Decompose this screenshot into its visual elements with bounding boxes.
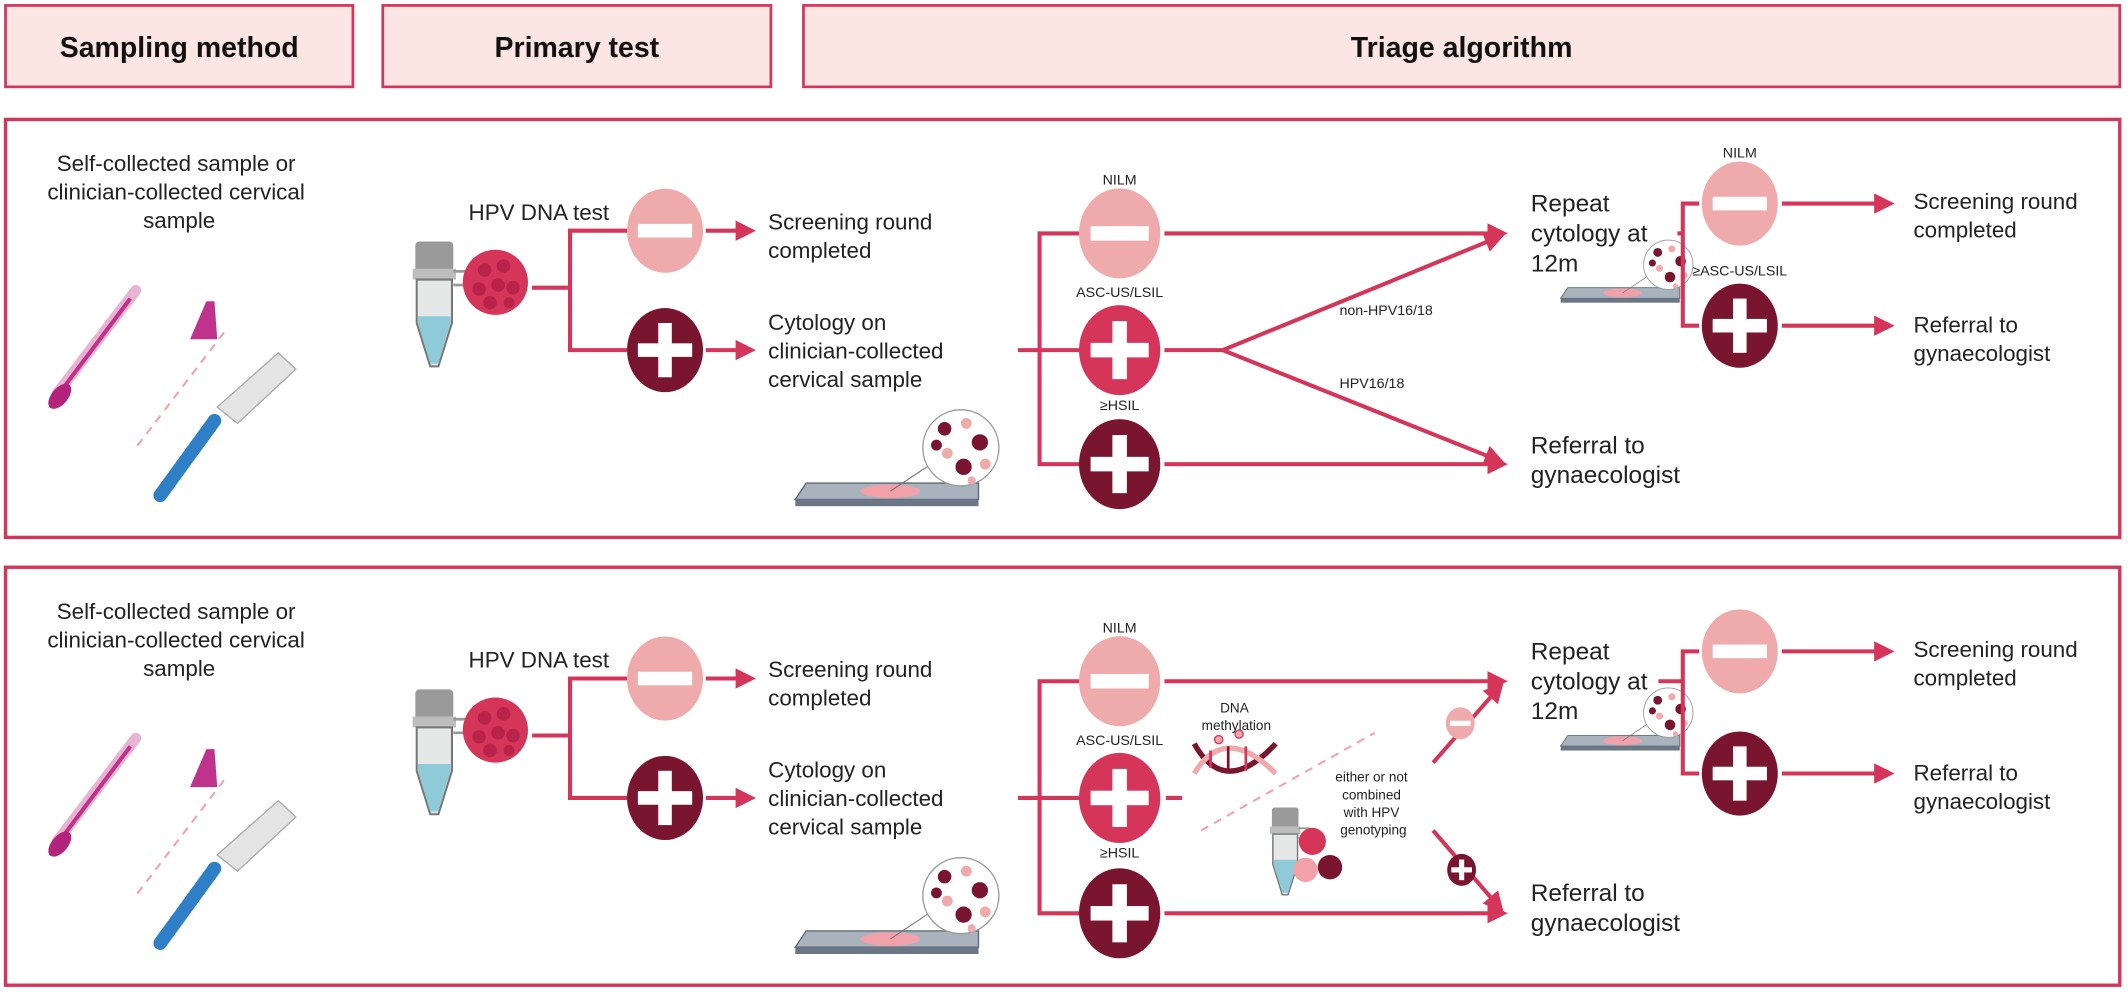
header-box — [381, 4, 773, 89]
nilm-label: NILM — [1103, 173, 1137, 189]
hsil-positive-icon — [1078, 419, 1161, 510]
positive-outcome-text: Cytology on clinician-collected cervical… — [768, 758, 950, 840]
dna-helix-icon — [1191, 729, 1278, 776]
genotyping-label: either or not combined with HPV genotypi… — [1335, 770, 1411, 838]
negative-outcome-text: Screening round completed — [768, 657, 938, 710]
referral-text: Referral to gynaecologist — [1531, 880, 1680, 937]
hsil-positive-icon — [1078, 868, 1161, 959]
arrow-hpv — [1222, 348, 1505, 465]
hpv-negative-icon — [627, 188, 704, 273]
final-positive-text: Referral to gynaecologist — [1914, 760, 2052, 813]
repeat-negative-icon — [1701, 161, 1778, 246]
virus-icon — [1298, 827, 1326, 855]
small-positive-icon — [1447, 853, 1477, 886]
panel-border — [3, 117, 2122, 540]
nilm-negative-icon — [1078, 636, 1161, 727]
connector-line — [567, 676, 628, 800]
final-positive-text: Referral to gynaecologist — [1914, 312, 2052, 365]
small-negative-icon — [1445, 707, 1475, 740]
sampling-devices-illustration — [44, 290, 296, 495]
header-box — [802, 4, 2122, 89]
final-negative-text: Screening round completed — [1914, 189, 2084, 242]
separator-dashed-line — [1200, 731, 1376, 832]
sample-description: Self-collected sample or clinician-colle… — [47, 599, 311, 681]
hpv-positive-icon — [627, 308, 704, 393]
final-negative-text: Screening round completed — [1914, 637, 2084, 690]
positive-outcome-text: Cytology on clinician-collected cervical… — [768, 310, 950, 392]
ascus-label: ASC-US/LSIL — [1076, 733, 1163, 749]
algorithm-panel-2: Self-collected sample or clinician-colle… — [3, 565, 2122, 987]
repeat-cytology-text: Repeat cytology at 12m — [1531, 191, 1654, 278]
test-tube-icon — [411, 688, 476, 816]
connector-line — [567, 228, 628, 353]
ascus-label: ≥ASC-US/LSIL — [1692, 263, 1787, 279]
hpv-negative-icon — [627, 636, 704, 721]
cytology-slide-icon — [1560, 239, 1694, 304]
nilm-label: NILM — [1723, 145, 1757, 161]
test-tube-icon — [411, 240, 476, 368]
header-label: Primary test — [494, 32, 659, 64]
header-triage-algorithm: Triage algorithm — [802, 4, 2122, 89]
negative-outcome-text: Screening round completed — [768, 209, 938, 262]
arrow-non-hpv — [1164, 232, 1505, 353]
panel-border — [3, 565, 2122, 987]
ascus-label: ASC-US/LSIL — [1076, 285, 1163, 301]
algorithm-panel-1: Self-collected sample or clinician-colle… — [3, 117, 2122, 540]
repeat-positive-icon — [1701, 731, 1778, 816]
connector-line — [1680, 649, 1700, 776]
ascus-positive-icon — [1078, 305, 1161, 396]
hpv-positive-icon — [627, 755, 704, 841]
header-label: Sampling method — [60, 32, 299, 64]
cytology-slide-icon — [1560, 687, 1694, 751]
hpv-test-label: HPV DNA test — [469, 648, 610, 673]
hsil-label: ≥HSIL — [1100, 846, 1140, 862]
header-sampling-method: Sampling method — [4, 4, 355, 89]
referral-text: Referral to gynaecologist — [1531, 432, 1680, 489]
virus-icon — [1293, 857, 1318, 883]
hpv-label: HPV16/18 — [1339, 376, 1404, 392]
repeat-cytology-text: Repeat cytology at 12m — [1531, 639, 1654, 726]
virus-icon — [1317, 854, 1343, 880]
hpv-virus-icon — [462, 249, 528, 315]
header-label: Triage algorithm — [1351, 32, 1573, 64]
hsil-label: ≥HSIL — [1100, 398, 1140, 414]
sample-description: Self-collected sample or clinician-colle… — [47, 151, 311, 233]
sampling-devices-illustration — [44, 738, 296, 943]
connector-line — [1680, 201, 1700, 328]
cytology-slide-icon — [794, 409, 1000, 507]
hpv-test-label: HPV DNA test — [469, 200, 610, 225]
dna-methylation-label: DNA methylation — [1202, 700, 1271, 733]
nilm-negative-icon — [1078, 188, 1161, 279]
repeat-positive-icon — [1701, 283, 1778, 368]
hpv-virus-icon — [462, 697, 528, 763]
repeat-negative-icon — [1701, 609, 1778, 694]
header-box — [4, 4, 355, 89]
header-primary-test: Primary test — [381, 4, 773, 89]
cytology-slide-icon — [794, 856, 1000, 955]
nilm-label: NILM — [1103, 620, 1137, 636]
non-hpv-label: non-HPV16/18 — [1339, 303, 1432, 319]
ascus-positive-icon — [1078, 752, 1161, 843]
